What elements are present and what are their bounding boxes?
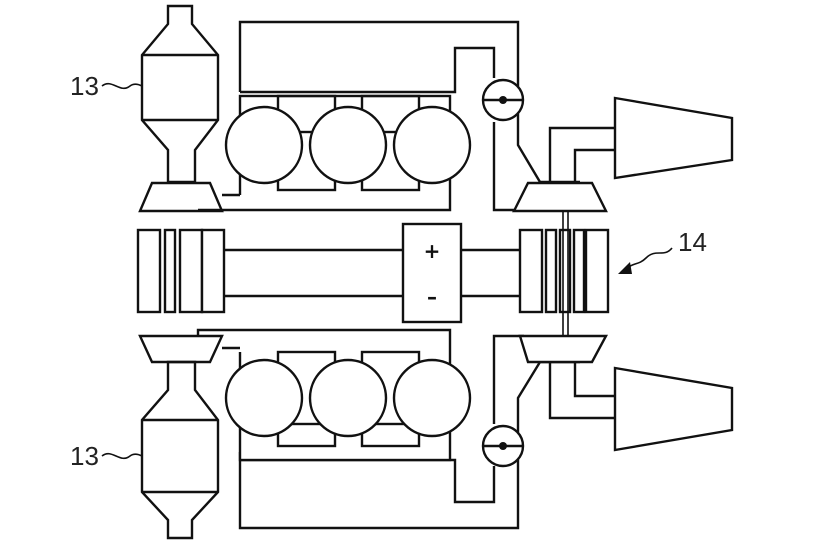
drive-shaft-left: [224, 248, 403, 298]
leader-line-bottom-13: [101, 452, 143, 460]
bottom-engine-block: [196, 328, 580, 530]
leader-line-14: [625, 247, 673, 271]
label-converter-top: 13: [70, 71, 99, 101]
turbine-shaft: [562, 211, 569, 336]
right-generator: [518, 228, 610, 314]
drive-shaft-right: [461, 248, 520, 298]
top-exhaust-converter: [140, 4, 220, 184]
bottom-exhaust-converter: [140, 360, 220, 540]
left-generator: [136, 228, 226, 314]
top-left-manifold-trapezoid: [138, 181, 224, 213]
battery-plus-sign: +: [424, 239, 441, 263]
top-engine-block: [198, 20, 580, 212]
bottom-valve: [481, 424, 525, 468]
bottom-turbine: [518, 334, 734, 452]
top-turbine: [512, 96, 734, 213]
arrow-head-14: [618, 262, 632, 274]
label-converter-bottom: 13: [70, 441, 99, 471]
bottom-left-manifold-trapezoid: [138, 334, 224, 364]
battery-minus-sign: –: [427, 285, 437, 309]
battery: + –: [401, 222, 463, 324]
top-valve: [481, 78, 525, 122]
label-electric-assembly: 14: [678, 227, 707, 257]
leader-line-top-13: [101, 82, 143, 90]
